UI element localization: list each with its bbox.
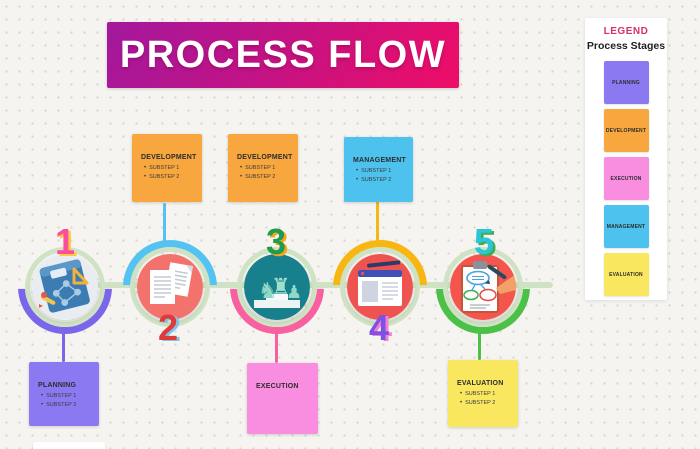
note-substep: SUBSTEP 2 <box>356 177 405 183</box>
connector-execution <box>275 333 278 363</box>
stage-circle-execution[interactable]: ♞ ♜ ♟ <box>230 240 324 334</box>
note-substep: SUBSTEP 2 <box>41 402 91 408</box>
sticky-note-execution[interactable]: EXECUTION <box>247 363 318 434</box>
sticky-note-management[interactable]: MANAGEMENT SUBSTEP 1 SUBSTEP 2 <box>344 137 413 202</box>
legend-item-development[interactable]: DEVELOPMENT <box>603 109 649 152</box>
stage-number-4: 4 <box>368 307 390 348</box>
legend-item-evaluation[interactable]: EVALUATION <box>603 253 649 296</box>
browser-window-icon <box>347 254 413 320</box>
legend-items: PLANNING DEVELOPMENT EXECUTION MANAGEMEN… <box>603 61 649 296</box>
legend-item-label: EVALUATION <box>609 271 643 278</box>
connector-management <box>376 201 379 242</box>
svg-text:♞: ♞ <box>258 279 278 304</box>
documents-icon <box>137 254 203 320</box>
note-title: EVALUATION <box>457 380 504 387</box>
connector-planning <box>62 331 65 362</box>
note-substep: SUBSTEP 2 <box>460 400 510 406</box>
svg-text:♟: ♟ <box>286 282 302 303</box>
stage-number-2: 2 <box>157 307 179 348</box>
clipboard-review-icon <box>450 254 516 320</box>
legend-item-label: MANAGEMENT <box>606 223 646 230</box>
partial-sticky-note[interactable] <box>33 442 105 449</box>
legend-heading: LEGEND <box>603 26 649 37</box>
blueprint-plan-icon <box>32 254 98 320</box>
connector-evaluation <box>478 333 481 360</box>
note-substep: SUBSTEP 1 <box>356 168 405 174</box>
legend-item-planning[interactable]: PLANNING <box>603 61 649 104</box>
legend-panel[interactable]: LEGEND Process Stages PLANNING DEVELOPME… <box>585 18 667 300</box>
stage-ring <box>237 247 317 327</box>
sticky-note-planning[interactable]: PLANNING SUBSTEP 1 SUBSTEP 2 <box>29 362 99 426</box>
note-title: PLANNING <box>38 382 77 389</box>
note-title: MANAGEMENT <box>353 157 406 164</box>
svg-text:♜: ♜ <box>271 275 291 300</box>
legend-item-label: DEVELOPMENT <box>605 127 647 134</box>
note-title: DEVELOPMENT <box>237 154 293 161</box>
legend-item-management[interactable]: MANAGEMENT <box>603 205 649 248</box>
legend-item-label: EXECUTION <box>610 175 642 182</box>
sticky-note-development-2[interactable]: DEVELOPMENT SUBSTEP 1 SUBSTEP 2 <box>228 134 298 202</box>
page-title: PROCESS FLOW <box>119 33 447 76</box>
sticky-note-evaluation[interactable]: EVALUATION SUBSTEP 1 SUBSTEP 2 <box>448 360 518 427</box>
sticky-note-development-1[interactable]: DEVELOPMENT SUBSTEP 1 SUBSTEP 2 <box>132 134 202 202</box>
stage-number-1: 1 <box>54 221 76 262</box>
stage-ring <box>25 247 105 327</box>
stage-ring <box>443 247 523 327</box>
title-banner[interactable]: PROCESS FLOW <box>107 22 459 88</box>
connector-development <box>163 203 166 242</box>
note-substep: SUBSTEP 1 <box>460 391 510 397</box>
stage-circle-planning[interactable] <box>18 240 112 334</box>
stage-number-3: 3 <box>265 221 287 262</box>
note-substep: SUBSTEP 2 <box>240 174 290 180</box>
stage-circle-evaluation[interactable] <box>436 240 530 334</box>
note-substep: SUBSTEP 1 <box>41 393 91 399</box>
note-substep: SUBSTEP 1 <box>240 165 290 171</box>
legend-subheading: Process Stages <box>586 40 666 52</box>
chess-strategy-icon: ♞ ♜ ♟ <box>244 254 310 320</box>
legend-item-label: PLANNING <box>612 79 640 86</box>
stage-circle-development[interactable] <box>123 240 217 334</box>
stage-number-5: 5 <box>473 221 495 262</box>
note-substep: SUBSTEP 1 <box>144 165 194 171</box>
note-substep: SUBSTEP 2 <box>144 174 194 180</box>
stage-circle-management[interactable] <box>333 240 427 334</box>
note-title: DEVELOPMENT <box>141 154 197 161</box>
note-title: EXECUTION <box>256 383 299 390</box>
legend-item-execution[interactable]: EXECUTION <box>603 157 649 200</box>
